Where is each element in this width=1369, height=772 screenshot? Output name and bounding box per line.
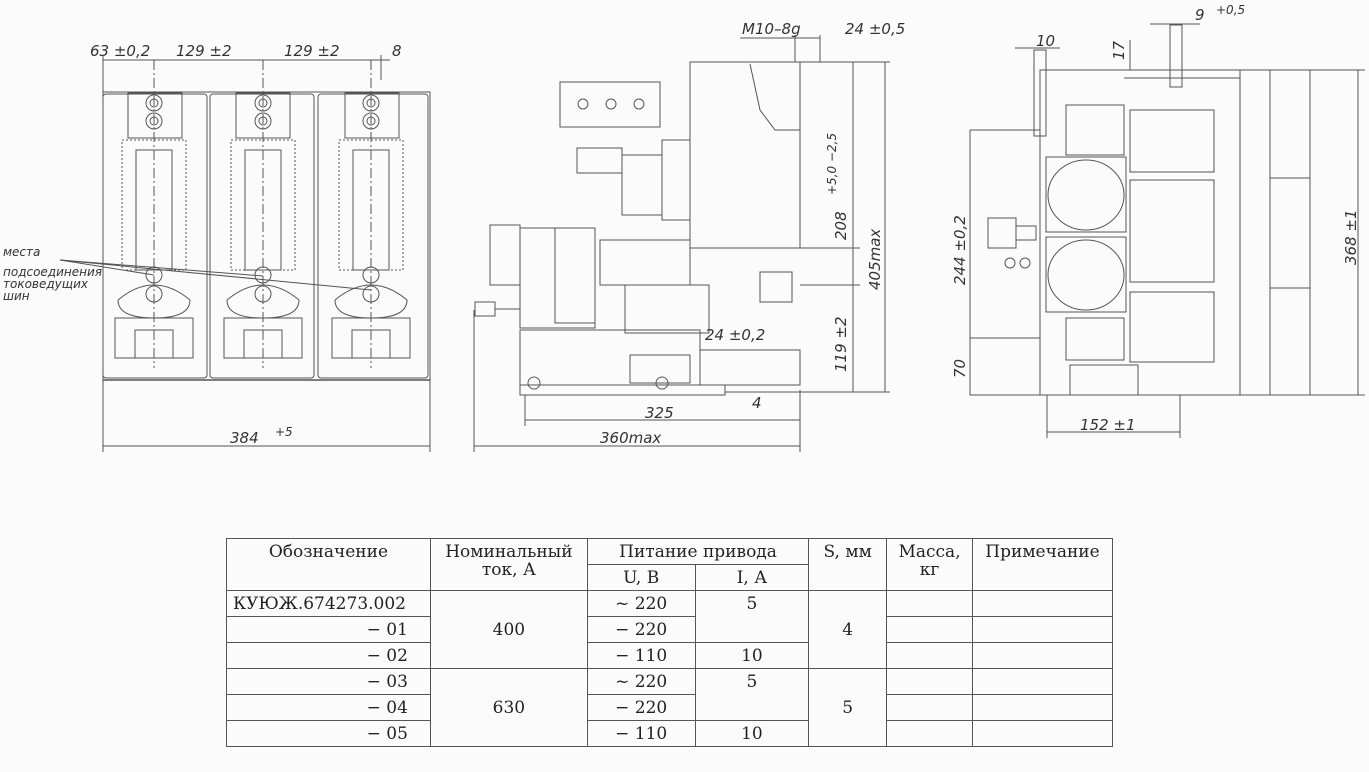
row-mass bbox=[886, 720, 973, 747]
header-s: S, мм bbox=[808, 538, 888, 591]
row-u: ~ 220 bbox=[586, 668, 696, 695]
dim-24-b: 24 ±0,2 bbox=[705, 326, 765, 344]
label-line-2: подсоединения bbox=[3, 265, 102, 279]
pole-3 bbox=[317, 60, 429, 379]
dim-152: 152 ±1 bbox=[1080, 416, 1136, 434]
row-mass bbox=[886, 616, 973, 643]
row-note bbox=[972, 590, 1113, 617]
pole-2 bbox=[209, 60, 315, 379]
row-note bbox=[972, 668, 1113, 695]
dim-10: 10 bbox=[1036, 32, 1055, 50]
row-designation: − 03 bbox=[226, 668, 431, 695]
row-i: 5 bbox=[694, 668, 810, 721]
header-supply: Питание привода bbox=[586, 538, 810, 565]
row-mass bbox=[886, 642, 973, 669]
row-designation: − 05 bbox=[226, 720, 431, 747]
label-line-3: токоведущих bbox=[3, 277, 89, 291]
row-u: − 110 bbox=[586, 720, 696, 747]
row-u: − 220 bbox=[586, 694, 696, 721]
dim-70: 70 bbox=[951, 359, 969, 378]
dim-24: 24 ±0,5 bbox=[845, 20, 905, 38]
dim-9-tolerance: +0,5 bbox=[1216, 3, 1245, 17]
technical-drawing: 63 ±0,2 129 ±2 129 ±2 8 384 +5 места под… bbox=[3, 3, 1365, 452]
row-u: ~ 220 bbox=[586, 590, 696, 617]
table-row: КУЮЖ.674273.002 400 ~ 220 5 4 bbox=[226, 590, 1113, 669]
table-row: − 01 − 220 bbox=[226, 616, 1113, 643]
group-s: 5 bbox=[808, 668, 888, 747]
table-row: − 05 − 110 10 bbox=[226, 720, 1113, 747]
row-i: 10 bbox=[694, 642, 810, 669]
dim-208-tolerance: +5,0 −2,5 bbox=[825, 133, 839, 195]
rear-view-dims: 10 17 9 +0,5 244 ±0,2 70 152 ±1 368 ±1 bbox=[951, 3, 1360, 434]
row-designation: − 02 bbox=[226, 642, 431, 669]
pole-1 bbox=[102, 60, 208, 379]
dim-244: 244 ±0,2 bbox=[951, 215, 969, 285]
header-u: U, В bbox=[586, 564, 696, 591]
dim-thread: M10–8g bbox=[742, 20, 801, 38]
front-view bbox=[59, 55, 431, 452]
group-current: 630 bbox=[429, 668, 588, 747]
row-u: − 110 bbox=[586, 642, 696, 669]
dim-360: 360max bbox=[600, 429, 661, 447]
row-i: 5 bbox=[694, 590, 810, 643]
header-designation: Обозначение bbox=[226, 538, 431, 591]
spec-table: Обозначение Номинальный ток, А Питание п… bbox=[226, 538, 1113, 747]
row-designation: КУЮЖ.674273.002 bbox=[226, 590, 431, 617]
side-view-dims: M10–8g 24 ±0,5 208 +5,0 −2,5 405max 119 … bbox=[600, 20, 905, 447]
dim-4: 4 bbox=[752, 394, 762, 412]
dim-208: 208 bbox=[832, 211, 850, 240]
table-row: − 04 − 220 bbox=[226, 694, 1113, 721]
label-line-1: места bbox=[3, 245, 40, 259]
row-u: − 220 bbox=[586, 616, 696, 643]
dim-405: 405max bbox=[866, 229, 884, 290]
row-designation: − 04 bbox=[226, 694, 431, 721]
table-row: − 02 − 110 10 bbox=[226, 642, 1113, 669]
row-designation: − 01 bbox=[226, 616, 431, 643]
header-mass: Масса, кг bbox=[886, 538, 973, 591]
group-s: 4 bbox=[808, 590, 888, 669]
front-view-dims: 63 ±0,2 129 ±2 129 ±2 8 384 +5 места под… bbox=[3, 42, 402, 447]
row-note bbox=[972, 694, 1113, 721]
dim-119: 119 ±2 bbox=[832, 316, 850, 372]
header-note: Примечание bbox=[972, 538, 1113, 591]
dim-63: 63 ±0,2 bbox=[90, 42, 150, 60]
row-note bbox=[972, 642, 1113, 669]
header-current: Номинальный ток, А bbox=[429, 538, 588, 591]
dim-368: 368 ±1 bbox=[1342, 209, 1360, 265]
dim-9: 9 bbox=[1195, 6, 1205, 24]
header-i: I, А bbox=[694, 564, 810, 591]
dim-8: 8 bbox=[392, 42, 402, 60]
dim-17: 17 bbox=[1110, 40, 1128, 60]
group-current: 400 bbox=[429, 590, 588, 669]
side-view bbox=[473, 35, 890, 452]
table-row: − 03 630 ~ 220 5 5 bbox=[226, 668, 1113, 747]
dim-325: 325 bbox=[645, 404, 674, 422]
row-note bbox=[972, 720, 1113, 747]
dim-384-tolerance: +5 bbox=[275, 425, 293, 439]
rear-view bbox=[969, 23, 1365, 438]
label-line-4: шин bbox=[3, 289, 30, 303]
dim-384: 384 bbox=[230, 429, 259, 447]
row-mass bbox=[886, 668, 973, 695]
dim-129-b: 129 ±2 bbox=[284, 42, 340, 60]
row-note bbox=[972, 616, 1113, 643]
row-i: 10 bbox=[694, 720, 810, 747]
row-mass bbox=[886, 590, 973, 617]
row-mass bbox=[886, 694, 973, 721]
dim-129-a: 129 ±2 bbox=[176, 42, 232, 60]
